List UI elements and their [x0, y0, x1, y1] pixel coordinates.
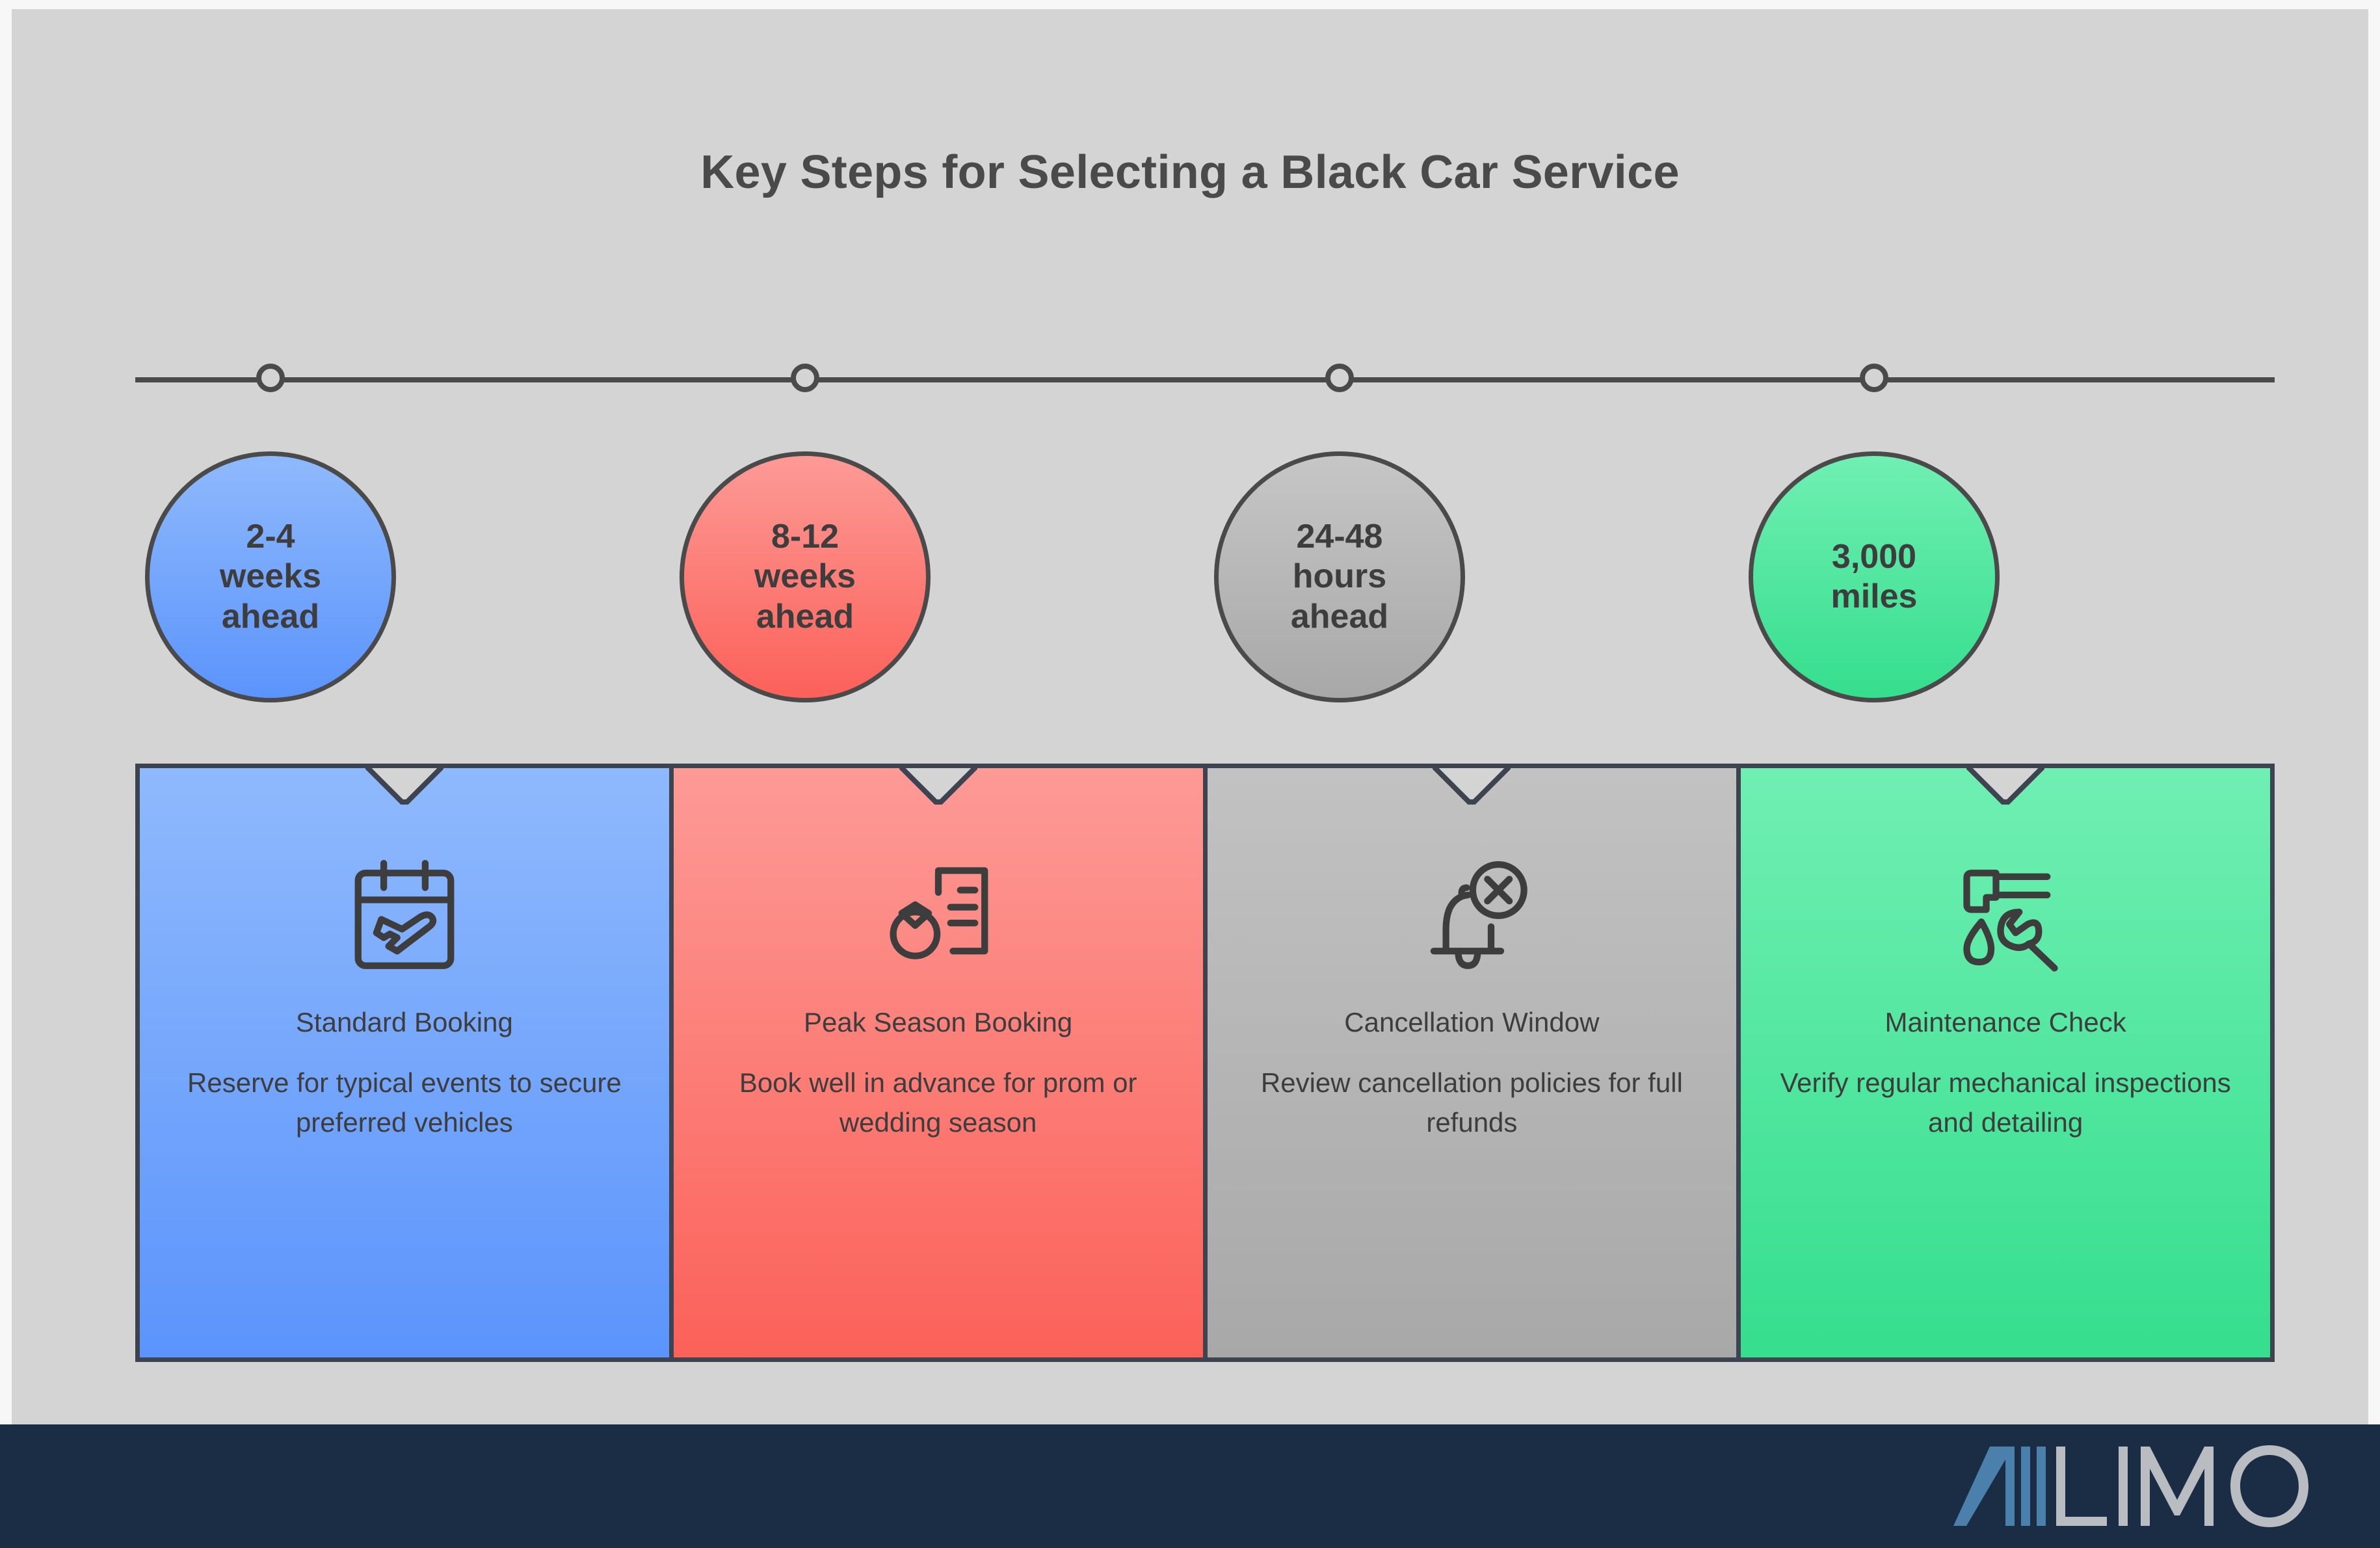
- card-description: Verify regular mechanical inspections an…: [1780, 1067, 2231, 1138]
- page-title: Key Steps for Selecting a Black Car Serv…: [700, 146, 1680, 198]
- timeline-node-3: [1325, 364, 1354, 392]
- step-card-cancellation-window[interactable]: Cancellation Window Review cancellation …: [1207, 768, 1741, 1357]
- card-title: Maintenance Check: [1884, 1007, 2126, 1037]
- step-card-maintenance-check[interactable]: Maintenance Check Verify regular mechani…: [1741, 768, 2270, 1357]
- card-notch: [365, 768, 443, 805]
- card-description: Reserve for typical events to secure pre…: [187, 1067, 622, 1138]
- brand-logo[interactable]: [1951, 1443, 2354, 1530]
- faucet-wrench-drop-icon: [1940, 853, 2070, 976]
- timeline: [135, 364, 2275, 396]
- infographic-canvas: Key Steps for Selecting a Black Car Serv…: [12, 9, 2368, 1424]
- card-notch: [1966, 768, 2045, 805]
- card-title: Standard Booking: [295, 1007, 513, 1037]
- avilimo-logo-mark: [1953, 1445, 2308, 1527]
- card-notch: [1433, 768, 1511, 805]
- card-notch: [899, 768, 977, 805]
- timeline-node-1: [256, 364, 285, 392]
- footer-bar: [0, 1424, 2380, 1548]
- ring-document-icon: [873, 853, 1003, 976]
- card-description: Book well in advance for prom or wedding…: [739, 1067, 1137, 1138]
- step-card-peak-season-booking[interactable]: Peak Season Booking Book well in advance…: [673, 768, 1208, 1357]
- card-title: Peak Season Booking: [803, 1007, 1073, 1037]
- calendar-airplane-icon: [339, 853, 469, 976]
- step-card-row: Standard Booking Reserve for typical eve…: [135, 764, 2275, 1362]
- timeline-node-2: [791, 364, 819, 392]
- timeline-line: [135, 377, 2275, 382]
- step-card-standard-booking[interactable]: Standard Booking Reserve for typical eve…: [140, 768, 674, 1357]
- bell-cancel-icon: [1407, 853, 1537, 976]
- timeline-node-4: [1860, 364, 1888, 392]
- card-description: Review cancellation policies for full re…: [1260, 1067, 1683, 1138]
- card-title: Cancellation Window: [1344, 1007, 1600, 1037]
